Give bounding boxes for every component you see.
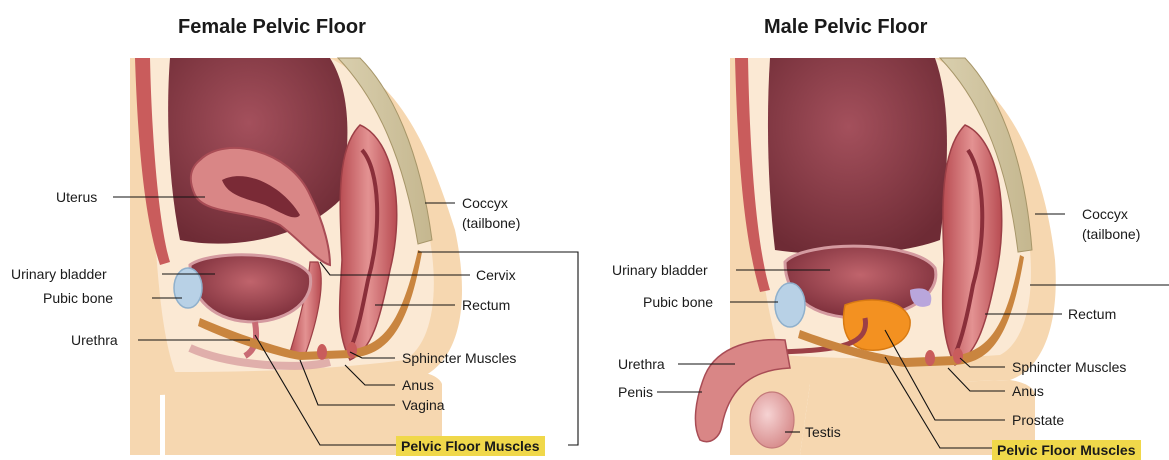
male-label-penis: Penis (618, 384, 653, 400)
female-label-sphincter-muscles: Sphincter Muscles (402, 350, 516, 366)
female-label-urinary-bladder: Urinary bladder (11, 266, 107, 282)
male-label-pubic-bone: Pubic bone (643, 294, 713, 310)
male-abdominal-cavity (768, 58, 947, 254)
male-label-anus: Anus (1012, 383, 1044, 399)
male-sphincter (925, 350, 935, 366)
male-label-urinary-bladder: Urinary bladder (612, 262, 708, 278)
male-label-pelvic-floor-muscles: Pelvic Floor Muscles (992, 440, 1141, 460)
female-label-pubic-bone: Pubic bone (43, 290, 113, 306)
female-label-cervix: Cervix (476, 267, 516, 283)
female-label-tailbone: (tailbone) (462, 215, 520, 231)
female-label-coccyx: Coccyx (462, 195, 508, 211)
male-testis (750, 392, 794, 448)
female-label-vagina: Vagina (402, 397, 445, 413)
female-label-rectum: Rectum (462, 297, 510, 313)
female-label-uterus: Uterus (56, 189, 97, 205)
male-panel-title: Male Pelvic Floor (764, 16, 927, 39)
male-label-urethra: Urethra (618, 356, 665, 372)
female-illustration (130, 58, 462, 455)
male-illustration (695, 58, 1055, 455)
male-label-prostate: Prostate (1012, 412, 1064, 428)
male-label-sphincter-muscles: Sphincter Muscles (1012, 359, 1126, 375)
male-pubic-bone (775, 283, 805, 327)
female-panel-title: Female Pelvic Floor (178, 16, 366, 39)
male-label-rectum: Rectum (1068, 306, 1116, 322)
male-label-testis: Testis (805, 424, 841, 440)
male-label-coccyx: Coccyx (1082, 206, 1128, 222)
female-label-pelvic-floor-muscles: Pelvic Floor Muscles (396, 436, 545, 456)
male-label-tailbone: (tailbone) (1082, 226, 1140, 242)
female-sphincter (317, 344, 327, 360)
female-label-urethra: Urethra (71, 332, 118, 348)
female-label-anus: Anus (402, 377, 434, 393)
